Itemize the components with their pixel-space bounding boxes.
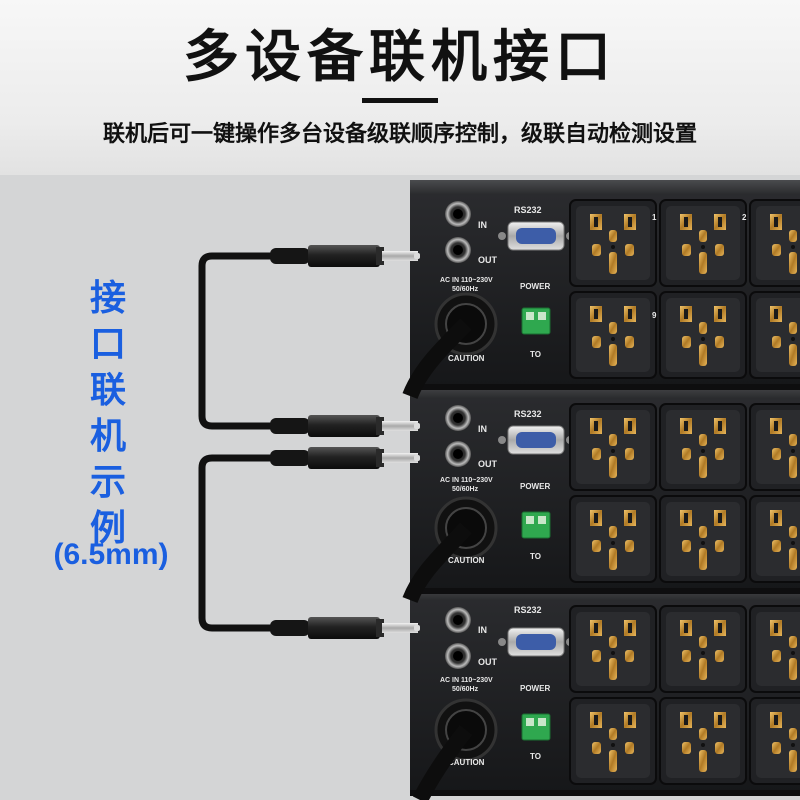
in-label: IN: [478, 220, 487, 230]
header-background: [0, 0, 800, 175]
in-label: IN: [478, 625, 487, 635]
ac-label-1: AC IN 110~230V: [440, 477, 493, 484]
socket-number: 9: [652, 311, 657, 320]
rs232-label: RS232: [514, 205, 542, 215]
out-label: OUT: [478, 459, 498, 469]
ac-label-2: 50/60Hz: [452, 286, 479, 293]
caution-label: CAUTION: [448, 354, 485, 363]
connection-example-label: 接口联机示例: [89, 278, 126, 549]
to-label: TO: [530, 552, 541, 561]
ac-label-1: AC IN 110~230V: [440, 677, 493, 684]
power-label: POWER: [520, 282, 550, 291]
page-title: 多设备联机接口: [183, 25, 617, 90]
ac-label-1: AC IN 110~230V: [440, 277, 493, 284]
rs232-label: RS232: [514, 605, 542, 615]
out-label: OUT: [478, 255, 498, 265]
socket-number: 2: [742, 213, 747, 222]
device-3-labels: IN OUT RS232 AC IN 110~230V 50/60Hz POWE…: [440, 605, 550, 767]
out-label: OUT: [478, 657, 498, 667]
socket-numbers: 1 2 9: [652, 213, 747, 320]
in-label: IN: [478, 424, 487, 434]
power-label: POWER: [520, 684, 550, 693]
device-1-labels: IN OUT RS232 AC IN 110~230V 50/60Hz POWE…: [440, 205, 550, 363]
to-label: TO: [530, 752, 541, 761]
caution-label: CAUTION: [448, 758, 485, 767]
to-label: TO: [530, 350, 541, 359]
device-2-labels: IN OUT RS232 AC IN 110~230V 50/60Hz POWE…: [440, 409, 550, 565]
power-label: POWER: [520, 482, 550, 491]
page-subtitle: 联机后可一键操作多台设备级联顺序控制，级联自动检测设置: [102, 122, 697, 147]
jack-size-label: (6.5mm): [53, 538, 169, 571]
ac-label-2: 50/60Hz: [452, 686, 479, 693]
title-underline: [362, 98, 438, 103]
rs232-label: RS232: [514, 409, 542, 419]
caution-label: CAUTION: [448, 556, 485, 565]
ac-label-2: 50/60Hz: [452, 486, 479, 493]
socket-number: 1: [652, 213, 657, 222]
